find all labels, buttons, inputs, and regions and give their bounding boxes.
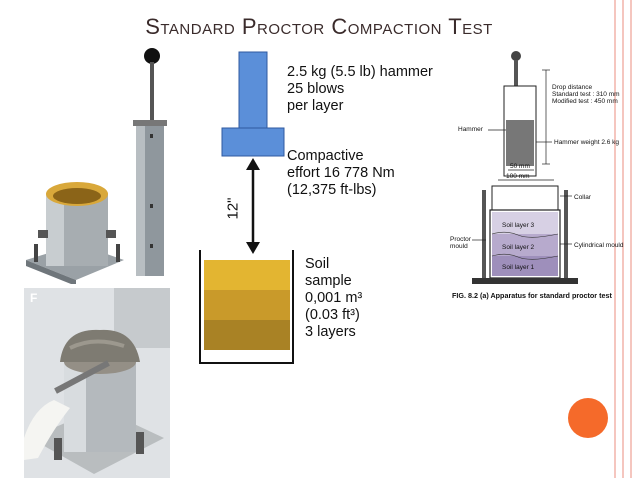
stripe <box>630 0 632 478</box>
hammer-text-line: 2.5 kg (5.5 lb) hammer <box>287 64 433 80</box>
mould-base-line <box>200 362 294 364</box>
dim-50-label: 50 mm <box>510 163 530 170</box>
effort-text-line: (12,375 ft-lbs) <box>287 182 377 198</box>
slide-title: Standard Proctor Compaction Test <box>0 14 638 40</box>
hammer-text-line: per layer <box>287 98 344 114</box>
mould-rammer-photo <box>20 44 198 284</box>
soil-layer-bottom <box>204 320 286 350</box>
soil-ext <box>286 260 290 290</box>
soil-ext <box>286 320 290 350</box>
soil-layer-top <box>204 260 286 290</box>
figure-caption: FIG. 8.2 (a) Apparatus for standard proc… <box>452 291 612 300</box>
arrow-head-up <box>246 158 260 170</box>
apparatus-figure <box>472 51 578 284</box>
soil-text-line: (0.03 ft³) <box>305 307 360 323</box>
decorative-stripes <box>610 0 638 478</box>
effort-text-line: effort 16 778 Nm <box>287 165 395 181</box>
proctor-mould-label: Proctor mould <box>450 236 471 250</box>
standard-test-label: Standard test : 310 mm <box>552 91 620 98</box>
soil-text-line: sample <box>305 273 352 289</box>
dim-100-label: 100 mm <box>506 173 530 180</box>
hammer-description: 2.5 kg (5.5 lb) hammer 25 blows per laye… <box>287 64 433 115</box>
effort-description: Compactive effort 16 778 Nm (12,375 ft-l… <box>287 148 395 199</box>
proctor-mould-line: mould <box>450 243 468 250</box>
proctor-mould-line: Proctor <box>450 236 471 243</box>
hammer-stem <box>238 51 268 129</box>
soil-text-line: Soil <box>305 256 330 272</box>
proctor-schematic <box>199 51 286 364</box>
modified-test-label: Modified test : 450 mm <box>552 98 618 105</box>
soil-description: Soil sample 0,001 m³ (0.03 ft³) 3 layers <box>305 256 362 341</box>
drop-distance-label: Drop distance <box>552 84 593 91</box>
compaction-photo-f: F <box>24 288 170 478</box>
hammer-label: Hammer <box>458 126 483 133</box>
soil-text-line: 3 layers <box>305 324 356 340</box>
mould-outline <box>199 250 286 364</box>
soil-layer-middle <box>204 290 286 320</box>
slide-title-text: Standard Proctor Compaction Test <box>145 14 493 39</box>
soil-layer-3-label: Soil layer 3 <box>502 222 535 229</box>
soil-ext <box>286 290 290 320</box>
drop-height-label: 12" <box>224 197 242 220</box>
hammer-weight-label: Hammer weight 2.6 kg <box>554 139 620 146</box>
cylindrical-mould-label: Cylindrical mould <box>574 242 624 249</box>
soil-layer-1-label: Soil layer 1 <box>502 264 535 271</box>
stripe <box>622 0 624 478</box>
photo-label-f: F <box>30 291 38 305</box>
stripe <box>614 0 616 478</box>
effort-text-line: Compactive <box>287 148 364 164</box>
arrow-head-down <box>246 242 260 254</box>
compaction-illustration <box>24 288 170 478</box>
accent-circle <box>568 398 608 438</box>
collar-label: Collar <box>574 194 591 201</box>
hammer-head <box>221 127 285 157</box>
soil-text-line: 0,001 m³ <box>305 290 363 306</box>
mould-rammer-illustration <box>26 48 167 284</box>
hammer-text-line: 25 blows <box>287 81 345 97</box>
soil-layer-2-label: Soil layer 2 <box>502 244 535 251</box>
mould-right-wall <box>292 250 294 364</box>
